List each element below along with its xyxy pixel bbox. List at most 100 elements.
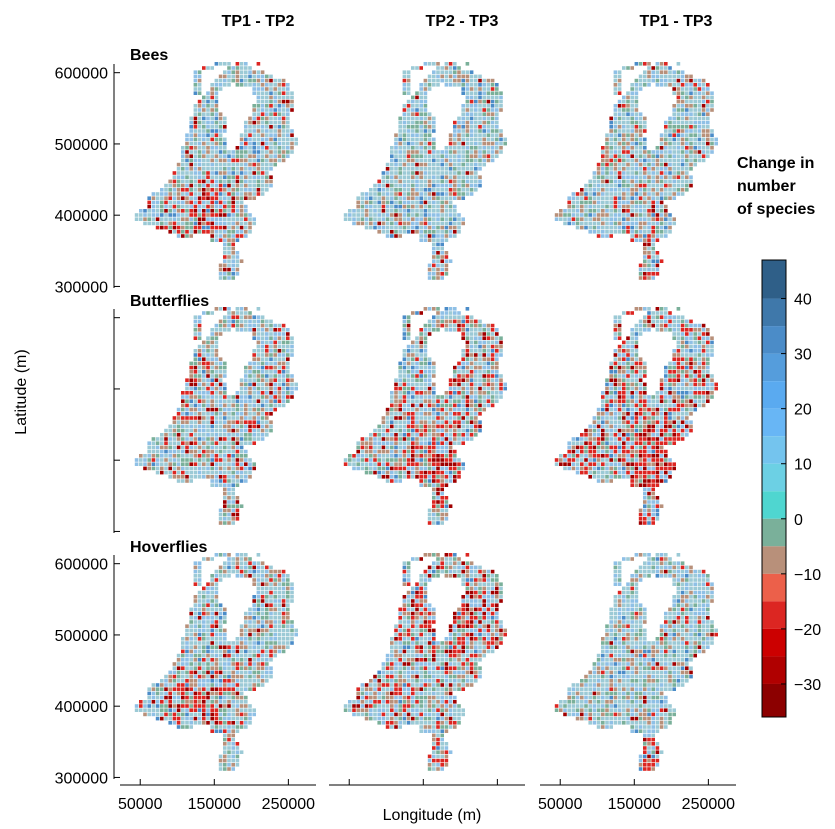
map-cell [248, 221, 252, 226]
map-cell [218, 445, 223, 450]
map-cell [419, 204, 423, 209]
map-cell [160, 192, 164, 196]
map-cell [697, 353, 702, 357]
map-cell [155, 449, 160, 454]
map-cell [432, 251, 436, 255]
map-cell [436, 466, 440, 471]
map-cell [436, 196, 440, 200]
map-cell [151, 221, 156, 226]
map-cell [390, 428, 394, 433]
map-cell [239, 66, 244, 70]
map-cell [402, 141, 407, 146]
map-cell [659, 323, 664, 328]
map-cell [206, 433, 210, 437]
map-cell [231, 213, 235, 217]
map-cell [197, 129, 202, 133]
map-cell [499, 129, 503, 133]
map-cell [448, 433, 453, 437]
map-cell [423, 399, 428, 403]
map-cell [440, 433, 444, 437]
map-cell [415, 445, 419, 450]
map-cell [260, 378, 265, 382]
map-cell [432, 62, 436, 66]
map-cell [448, 137, 453, 142]
map-cell [461, 125, 465, 129]
map-cell [406, 112, 411, 116]
map-cell [440, 213, 444, 217]
map-cell [651, 78, 655, 83]
map-cell [474, 146, 478, 150]
map-cell [214, 146, 219, 150]
map-cell [402, 150, 407, 154]
map-cell [231, 167, 235, 171]
map-cell [406, 328, 411, 332]
map-cell [689, 133, 693, 137]
map-cell [427, 133, 432, 137]
map-cell [227, 512, 231, 517]
map-cell [680, 162, 685, 167]
map-cell [478, 382, 482, 387]
map-cell [406, 323, 411, 328]
map-cell [592, 196, 597, 200]
map-cell [609, 361, 613, 366]
map-cell [617, 162, 622, 167]
map-cell [281, 112, 286, 116]
map-cell [689, 99, 693, 104]
map-cell [672, 328, 676, 332]
map-cell [218, 386, 223, 391]
map-cell [155, 462, 160, 466]
map-cell [440, 66, 444, 70]
map-cell [427, 141, 432, 146]
map-cell [432, 365, 436, 370]
map-cell [693, 146, 697, 150]
map-cell [638, 378, 643, 382]
map-cell [617, 323, 622, 328]
map-cell [277, 332, 282, 336]
map-cell [668, 391, 672, 395]
map-cell [231, 242, 235, 247]
map-cell [453, 391, 457, 395]
map-cell [210, 370, 214, 374]
map-cell [390, 225, 394, 230]
map-cell [189, 171, 193, 175]
map-cell [634, 323, 639, 328]
map-panel-butterflies-1 [134, 307, 298, 525]
map-cell [252, 403, 256, 408]
map-cell [364, 437, 369, 441]
map-cell [390, 458, 394, 462]
map-cell [630, 188, 634, 192]
map-cell [592, 213, 597, 217]
map-cell [423, 328, 428, 332]
map-cell [164, 209, 168, 213]
map-cell [402, 125, 407, 129]
map-cell [701, 353, 706, 357]
map-cell [273, 365, 277, 370]
map-cell [427, 276, 432, 280]
map-cell [227, 209, 231, 213]
map-cell [223, 458, 227, 462]
map-cell [244, 171, 248, 175]
map-cell [613, 108, 618, 112]
map-cell [239, 154, 244, 158]
map-cell [415, 311, 419, 315]
map-cell [651, 217, 655, 221]
map-cell [269, 95, 273, 100]
map-cell [423, 479, 428, 483]
map-cell [495, 336, 499, 340]
map-cell [689, 167, 693, 171]
map-cell [269, 349, 273, 353]
map-cell [269, 108, 273, 112]
map-cell [231, 458, 235, 462]
map-cell [672, 349, 676, 353]
map-cell [244, 125, 248, 129]
map-cell [406, 221, 411, 226]
map-cell [490, 332, 495, 336]
map-cell [613, 370, 618, 374]
map-cell [206, 108, 210, 112]
map-cell [448, 175, 453, 179]
map-cell [265, 323, 269, 328]
map-cell [701, 391, 706, 395]
map-cell [218, 129, 223, 133]
map-cell [423, 112, 428, 116]
map-cell [189, 200, 193, 205]
